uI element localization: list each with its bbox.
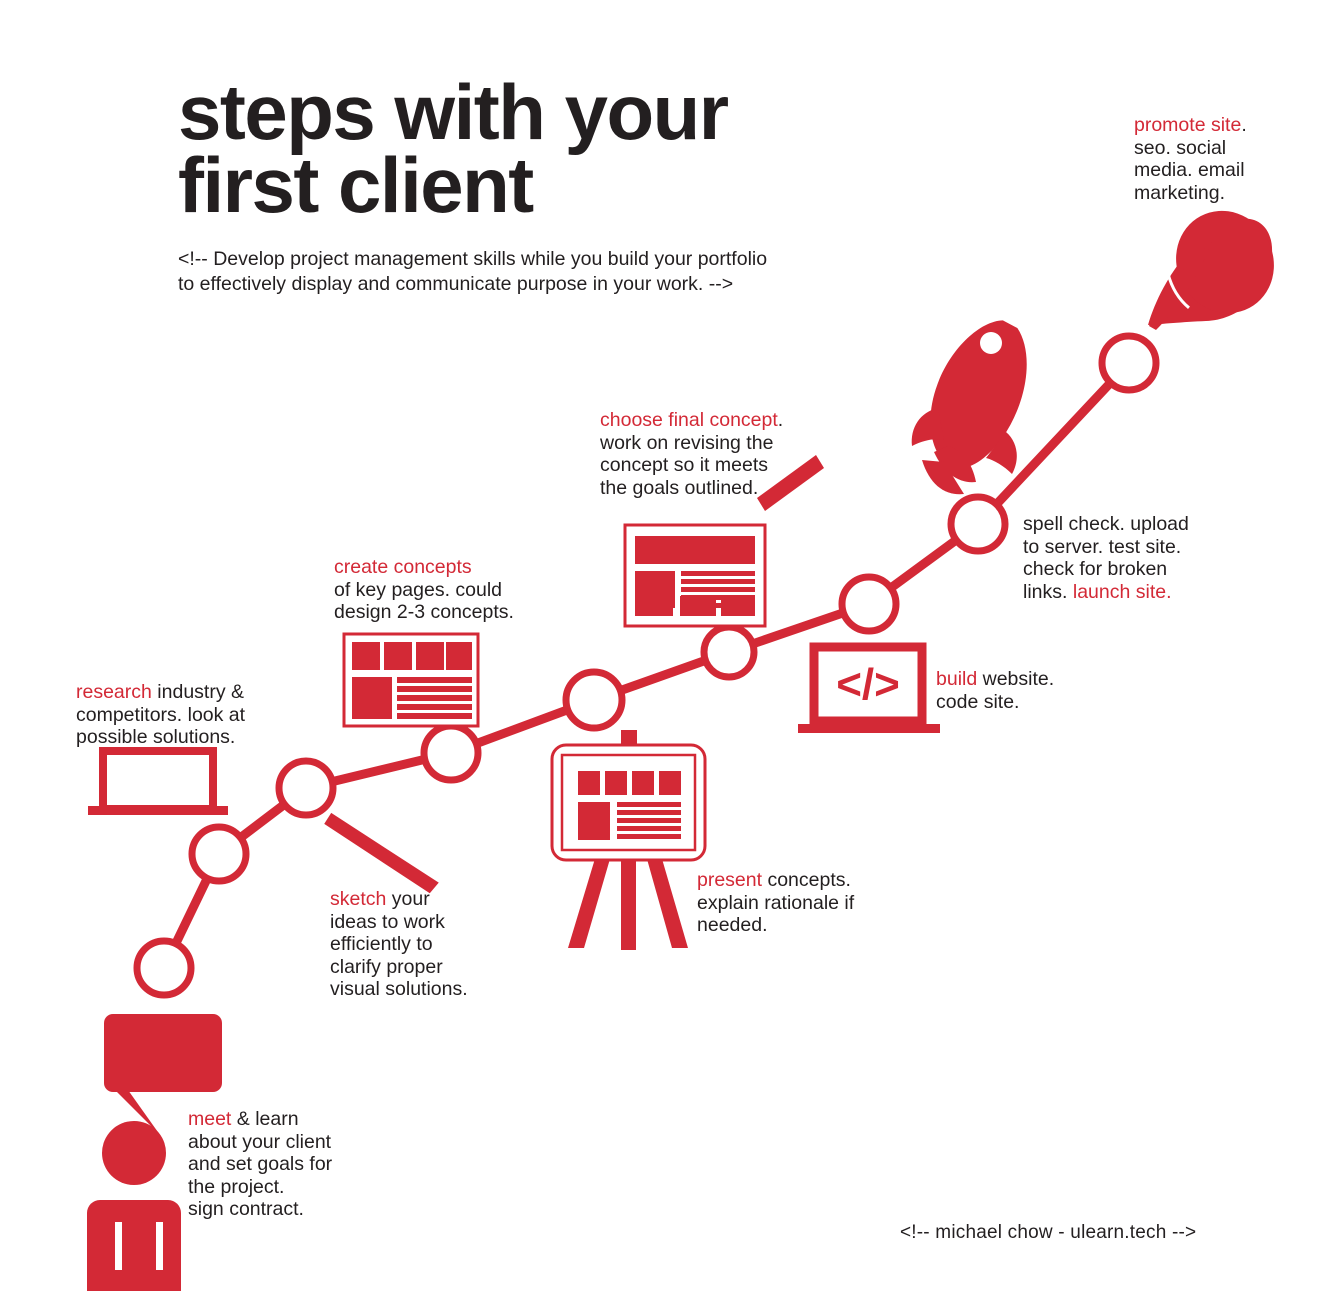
page-subtitle: <!-- Develop project management skills w… xyxy=(178,248,768,296)
megaphone-icon xyxy=(1148,210,1274,330)
page-title: steps with your first client xyxy=(178,68,729,229)
footer-credit: <!-- michael chow - ulearn.tech --> xyxy=(900,1222,1197,1243)
path-node-8[interactable] xyxy=(947,493,1009,555)
rocket-icon xyxy=(911,320,1027,495)
callout-sketch: sketch your ideas to work efficiently to… xyxy=(330,888,495,1001)
callout-create-concepts: create concepts of key pages. could desi… xyxy=(334,556,529,624)
wireframe-grid-icon xyxy=(342,632,480,728)
callout-sketch-highlight: sketch xyxy=(330,888,387,910)
callout-choose-final-concept: choose final concept. work on revising t… xyxy=(600,409,800,499)
code-glyph: </> xyxy=(836,660,900,709)
callout-sketch-body: your ideas to work efficiently to clarif… xyxy=(330,888,468,1001)
callout-launch-body: spell check. upload to server. test site… xyxy=(1023,513,1189,603)
callout-promote-body: . seo. social media. email marketing. xyxy=(1134,114,1247,204)
path-node-7[interactable] xyxy=(838,573,900,635)
callout-present-highlight: present xyxy=(697,869,763,891)
callout-launch: spell check. upload to server. test site… xyxy=(1023,513,1213,603)
path-node-2[interactable] xyxy=(188,823,250,885)
callout-meet-body: & learn about your client and set goals … xyxy=(188,1108,333,1221)
path-node-3[interactable] xyxy=(275,757,337,819)
title-block: steps with your first client <!-- Develo… xyxy=(178,68,878,297)
callout-meet: meet & learn about your client and set g… xyxy=(188,1108,358,1221)
callout-promote-highlight: promote site xyxy=(1134,114,1242,136)
callout-research-body: industry & competitors. look at possible… xyxy=(76,681,246,749)
path-node-9[interactable] xyxy=(1098,332,1160,394)
callout-choose-body: . work on revising the concept so it mee… xyxy=(600,409,784,499)
laptop-code-icon: </> xyxy=(798,642,940,733)
path-node-4[interactable] xyxy=(420,722,482,784)
callout-build-body: website. code site. xyxy=(936,668,1055,713)
easel-presentation-icon xyxy=(550,730,707,950)
path-node-1[interactable] xyxy=(133,937,195,999)
callout-create-body: of key pages. could design 2-3 concepts. xyxy=(334,578,514,624)
callout-build: build website. code site. xyxy=(936,668,1096,713)
callout-present: present concepts. explain rationale if n… xyxy=(697,869,872,937)
person-speech-bubble-icon xyxy=(87,1014,222,1291)
callout-build-highlight: build xyxy=(936,668,978,690)
pencil-icon xyxy=(324,812,439,894)
callout-present-body: concepts. explain rationale if needed. xyxy=(697,869,855,937)
callout-choose-highlight: choose final concept xyxy=(600,409,778,431)
laptop-outline-icon xyxy=(88,747,228,815)
callout-meet-highlight: meet xyxy=(188,1108,232,1130)
wireframe-layout-icon xyxy=(623,455,824,628)
callout-research: research industry & competitors. look at… xyxy=(76,681,271,749)
path-node-6[interactable] xyxy=(700,623,758,681)
path-node-5[interactable] xyxy=(562,668,626,732)
callout-create-highlight: create concepts xyxy=(334,556,472,578)
callout-research-highlight: research xyxy=(76,681,152,703)
callout-launch-highlight: launch site. xyxy=(1072,580,1172,603)
callout-promote: promote site. seo. social media. email m… xyxy=(1134,114,1314,204)
